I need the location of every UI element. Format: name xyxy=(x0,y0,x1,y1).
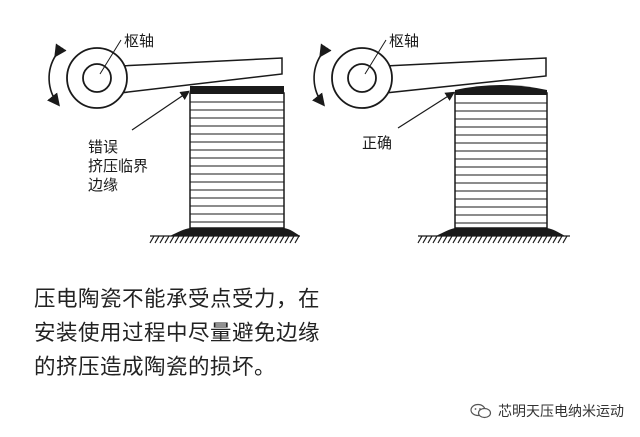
wrong-label-line1: 错误 xyxy=(88,138,118,156)
ground-hatch xyxy=(427,235,433,244)
ground-hatch xyxy=(219,235,225,244)
caption-line-2: 安装使用过程中尽量避免边缘 xyxy=(34,321,321,346)
ground-hatch xyxy=(467,235,473,244)
ground-hatch xyxy=(422,235,428,244)
wrong-label-line3: 边缘 xyxy=(88,176,118,194)
ground-hatch xyxy=(154,235,160,244)
ground-hatch xyxy=(492,235,498,244)
ground-hatch xyxy=(482,235,488,244)
ground-hatch xyxy=(542,235,548,244)
left-pivot-leader xyxy=(99,39,122,75)
ground-hatch xyxy=(204,235,210,244)
ground-hatch xyxy=(437,235,443,244)
ground-hatch xyxy=(527,235,533,244)
ground-hatch xyxy=(462,235,468,244)
ground-hatch xyxy=(289,235,295,244)
ground-hatch xyxy=(224,235,230,244)
ground-hatch xyxy=(432,235,438,244)
ground-hatch xyxy=(284,235,290,244)
right-pivot-label: 枢轴 xyxy=(389,32,419,50)
caption-line-1: 压电陶瓷不能承受点受力，在 xyxy=(34,287,321,312)
right-pivot-hole xyxy=(347,63,377,93)
left-top-plate xyxy=(190,86,284,94)
left-pivot-hole xyxy=(82,63,112,93)
ground-hatch xyxy=(512,235,518,244)
ground-hatch xyxy=(472,235,478,244)
left-edge-leader xyxy=(131,90,190,131)
right-ground xyxy=(417,235,570,244)
left-panel: 枢轴 错误 挤压临界 边缘 xyxy=(47,32,300,244)
ground-hatch xyxy=(199,235,205,244)
ground-hatch xyxy=(264,235,270,244)
ground-hatch xyxy=(159,235,165,244)
ground-hatch xyxy=(562,235,568,244)
ground-hatch xyxy=(552,235,558,244)
right-bottom-plate xyxy=(455,228,547,236)
right-ceramic-stack xyxy=(454,92,548,229)
ground-hatch xyxy=(294,235,300,244)
ground-hatch xyxy=(234,235,240,244)
piezo-installation-diagram: 枢轴 错误 挤压临界 边缘 枢轴 正确 xyxy=(47,32,570,244)
ground-hatch xyxy=(254,235,260,244)
right-pivot-leader xyxy=(364,39,387,75)
ground-hatch xyxy=(442,235,448,244)
ground-hatch xyxy=(522,235,528,244)
caption-line-3: 的挤压造成陶瓷的损坏。 xyxy=(34,355,277,380)
ground-hatch xyxy=(209,235,215,244)
ground-hatch xyxy=(517,235,523,244)
left-ground xyxy=(149,235,300,244)
ground-hatch xyxy=(537,235,543,244)
ground-hatch xyxy=(214,235,220,244)
correct-label: 正确 xyxy=(362,134,392,152)
ground-hatch xyxy=(249,235,255,244)
wechat-icon xyxy=(470,403,492,419)
wrong-label-line2: 挤压临界 xyxy=(88,157,148,175)
right-domed-top-plate xyxy=(455,85,547,95)
right-rotation-arrow xyxy=(312,43,332,107)
ground-hatch xyxy=(189,235,195,244)
ground-hatch xyxy=(547,235,553,244)
ground-hatch xyxy=(497,235,503,244)
right-panel: 枢轴 正确 xyxy=(312,32,570,244)
ground-hatch xyxy=(447,235,453,244)
ground-hatch xyxy=(477,235,483,244)
ground-hatch xyxy=(507,235,513,244)
left-pivot-label: 枢轴 xyxy=(124,32,154,50)
ground-hatch xyxy=(457,235,463,244)
right-glue xyxy=(436,228,565,236)
ground-hatch xyxy=(259,235,265,244)
left-ceramic-stack xyxy=(189,92,285,229)
ground-hatch xyxy=(194,235,200,244)
watermark-text: 芯明天压电纳米运动 xyxy=(498,404,624,420)
ground-hatch xyxy=(452,235,458,244)
ground-hatch xyxy=(279,235,285,244)
ground-hatch xyxy=(179,235,185,244)
ground-hatch xyxy=(244,235,250,244)
ground-hatch xyxy=(184,235,190,244)
ground-hatch xyxy=(174,235,180,244)
ground-hatch xyxy=(502,235,508,244)
ground-hatch xyxy=(239,235,245,244)
ground-hatch xyxy=(149,235,155,244)
left-bottom-plate xyxy=(190,228,284,236)
left-glue xyxy=(170,228,300,236)
ground-hatch xyxy=(269,235,275,244)
watermark: 芯明天压电纳米运动 xyxy=(470,401,624,421)
ground-hatch xyxy=(169,235,175,244)
ground-hatch xyxy=(229,235,235,244)
ground-hatch xyxy=(532,235,538,244)
ground-hatch xyxy=(557,235,563,244)
ground-hatch xyxy=(487,235,493,244)
ground-hatch xyxy=(274,235,280,244)
left-rotation-arrow xyxy=(47,43,67,107)
ground-hatch xyxy=(164,235,170,244)
right-correct-leader xyxy=(397,91,456,129)
ground-hatch xyxy=(417,235,423,244)
